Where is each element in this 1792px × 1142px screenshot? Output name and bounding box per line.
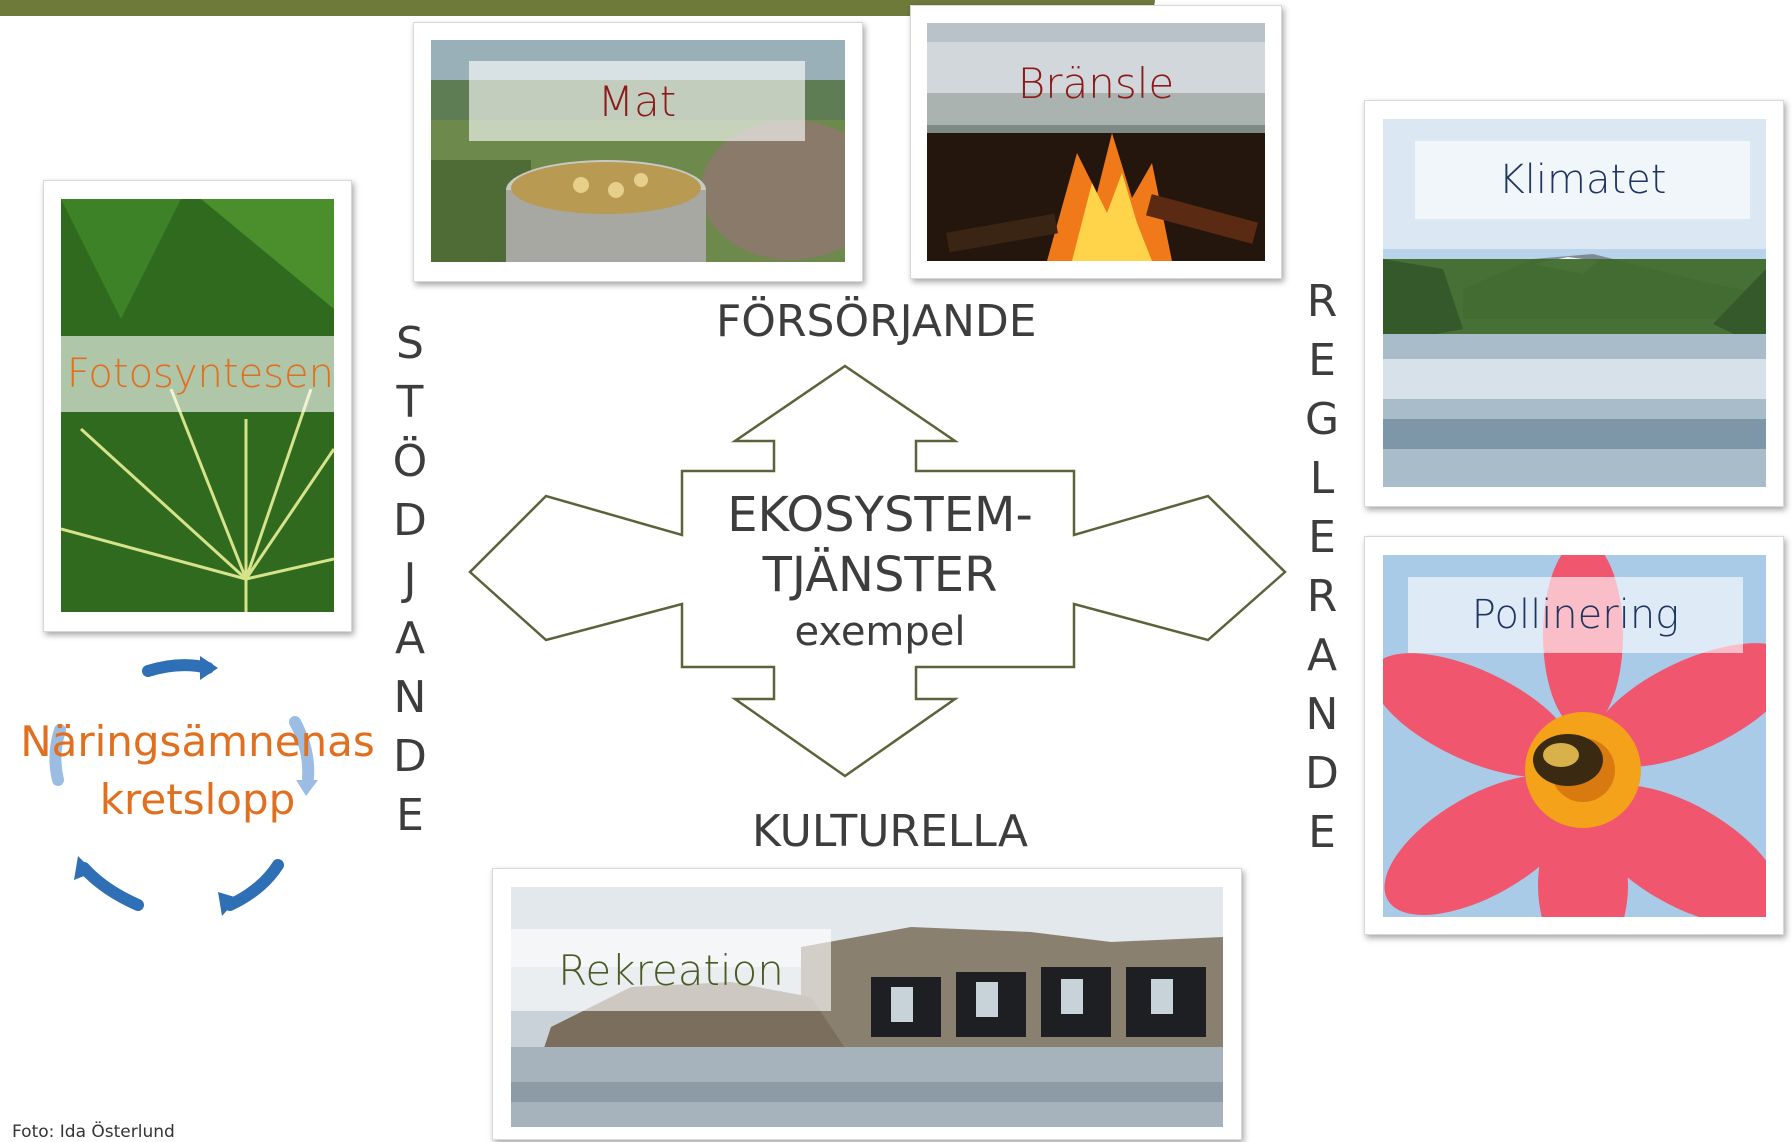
category-right-letter: R	[1306, 276, 1338, 327]
center-title-line1: EKOSYSTEM-	[727, 487, 1033, 543]
category-left-letter: Ö	[392, 436, 428, 487]
category-left-letter: A	[394, 613, 426, 664]
photo-fotosyntesen-caption: Fotosyntesen	[44, 336, 334, 412]
center-title: EKOSYSTEM- TJÄNSTER exempel	[700, 485, 1060, 659]
center-title-line2: TJÄNSTER	[762, 547, 998, 603]
category-top-label: FÖRSÖRJANDE	[716, 296, 1037, 347]
photo-klimatet-caption: Klimatet	[1415, 141, 1750, 219]
category-right-letter: A	[1306, 630, 1338, 681]
photo-pollinering-caption: Pollinering	[1408, 577, 1743, 653]
category-left-letter: S	[396, 318, 424, 369]
category-right-letter: N	[1305, 689, 1339, 740]
header-bar	[0, 0, 1155, 16]
category-right-letter: G	[1304, 394, 1340, 445]
photo-rekreation-caption: Rekreation	[511, 929, 831, 1011]
cycle-arrows-icon	[49, 656, 318, 916]
category-left-letter: J	[403, 554, 417, 605]
photo-mat-caption: Mat	[469, 61, 805, 141]
category-right-letter: D	[1305, 748, 1339, 799]
photo-bransle: Bränsle	[910, 5, 1282, 279]
four-way-arrow-icon	[468, 364, 1287, 778]
photo-pollinering: Pollinering	[1364, 536, 1784, 935]
nutrient-cycle-line2: kretslopp	[99, 775, 296, 824]
category-bottom-label: KULTURELLA	[752, 806, 1028, 857]
photo-bransle-caption: Bränsle	[927, 42, 1265, 125]
category-right-letter: E	[1308, 512, 1336, 563]
center-subtitle: exempel	[794, 609, 966, 655]
nutrient-cycle-line1: Näringsämnenas	[20, 717, 375, 766]
photo-rekreation: Rekreation	[492, 868, 1242, 1140]
category-right-letter: R	[1306, 571, 1338, 622]
category-left-letter: T	[396, 377, 424, 428]
photo-credit: Foto: Ida Österlund	[12, 1122, 175, 1142]
photo-mat: Mat	[413, 22, 863, 282]
category-left-letter: D	[393, 495, 427, 546]
category-left-letter: N	[393, 672, 427, 723]
category-left-letter: E	[396, 790, 424, 841]
category-right-letter: E	[1308, 335, 1336, 386]
category-right-letter: E	[1308, 807, 1336, 858]
category-right-letter: L	[1309, 453, 1335, 504]
category-left-letter: D	[393, 731, 427, 782]
photo-fotosyntesen: Fotosyntesen	[43, 180, 352, 632]
nutrient-cycle-label: Näringsämnenas kretslopp	[15, 713, 380, 829]
photo-klimatet: Klimatet	[1364, 100, 1784, 507]
